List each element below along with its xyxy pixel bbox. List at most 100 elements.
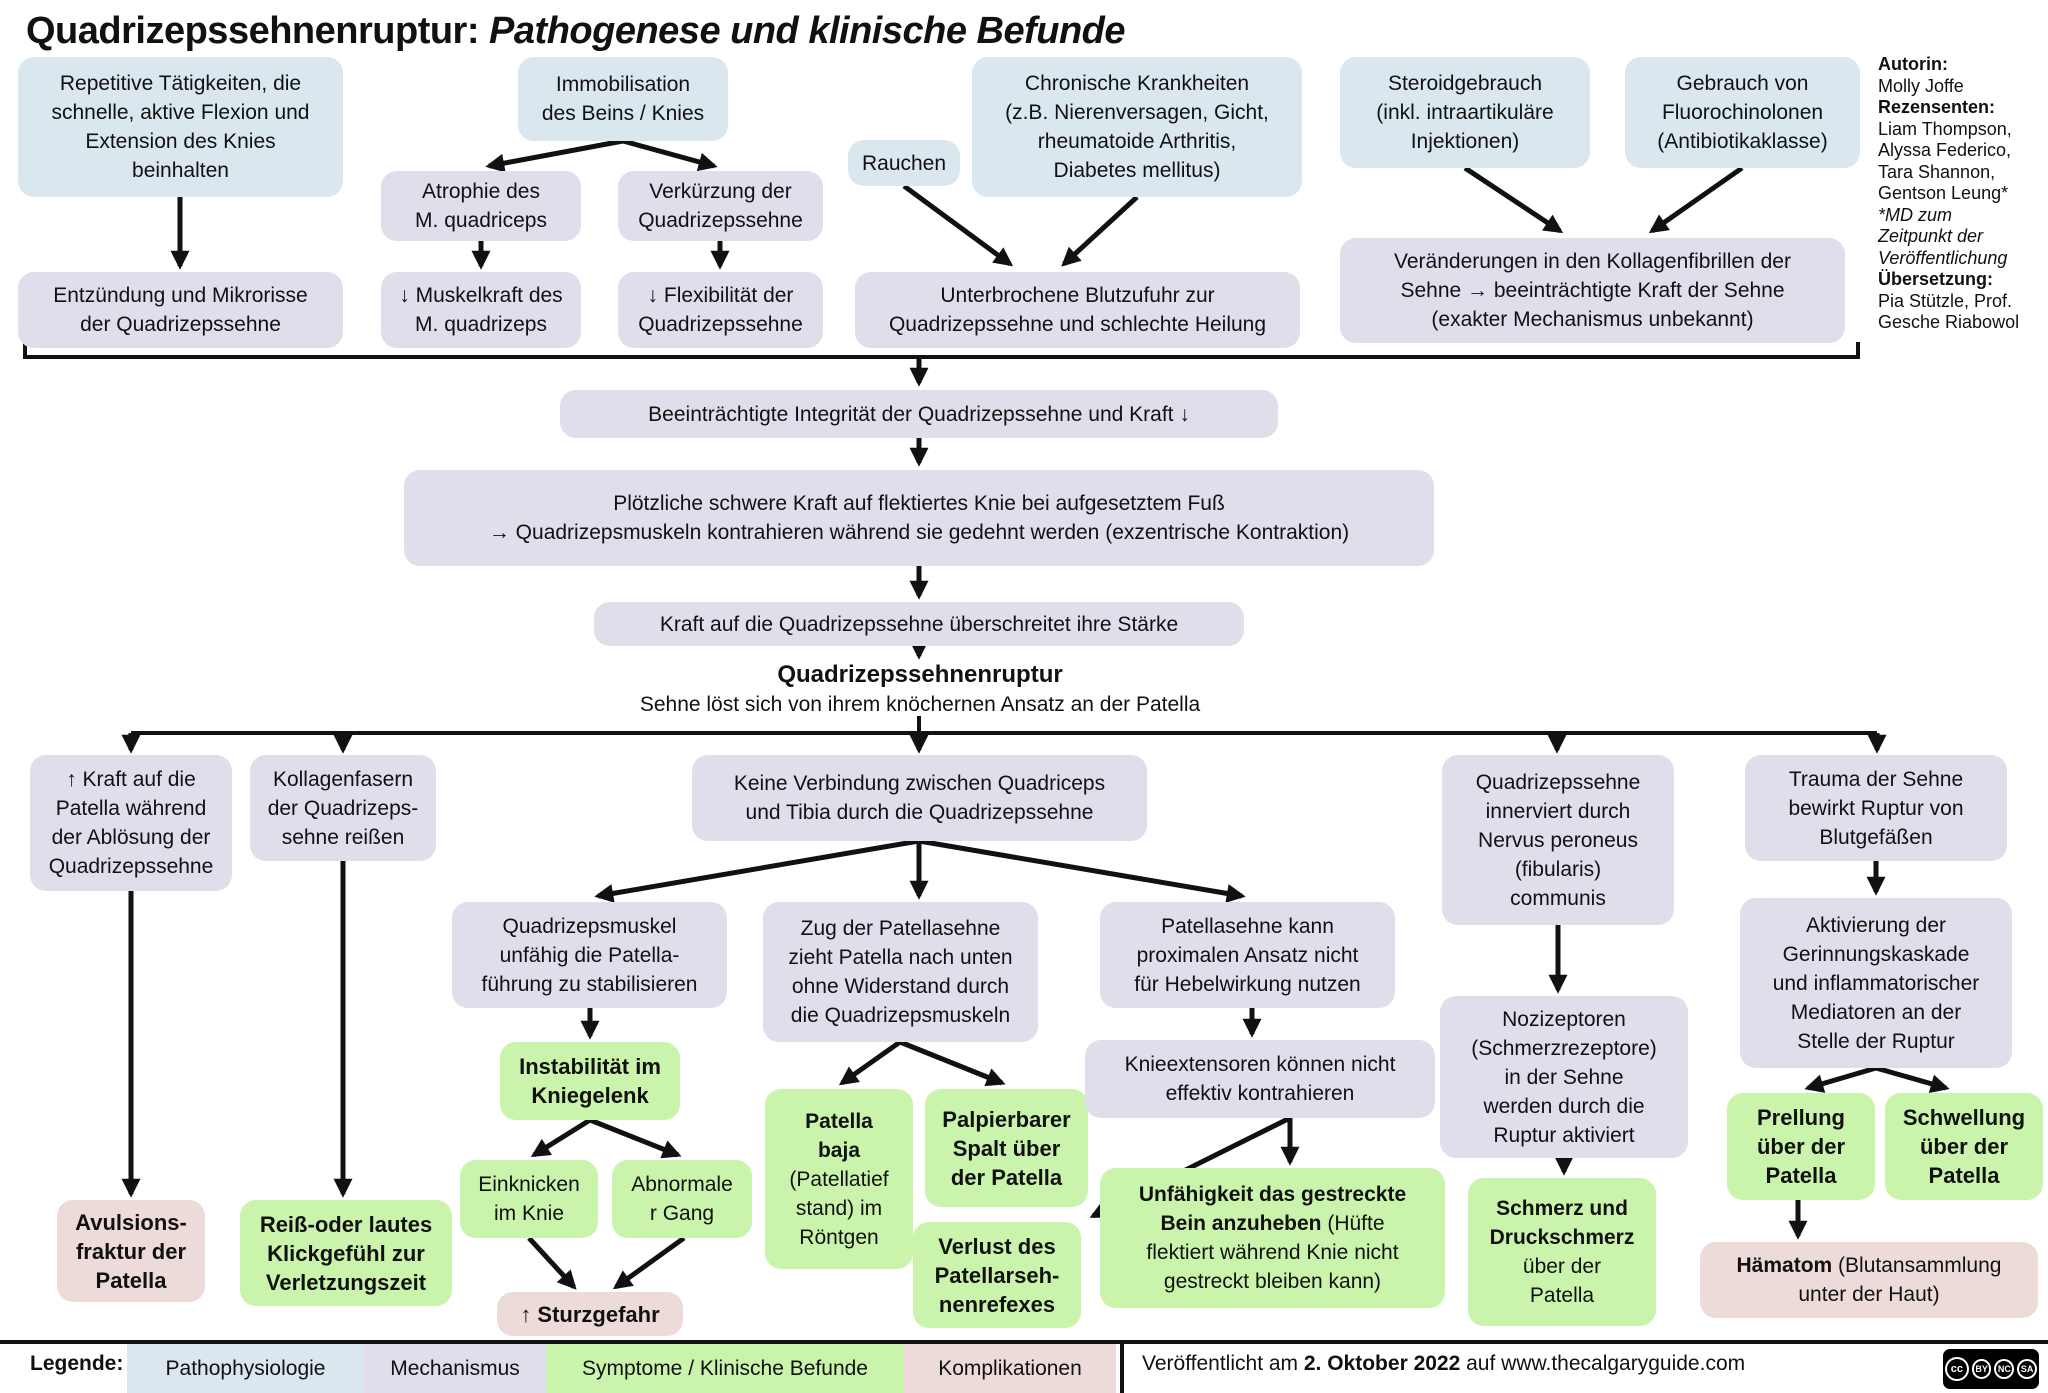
node-line: Unterbrochene Blutzufuhr zur [940,281,1214,310]
node-text-segment: ohne Widerstand durch [791,975,1010,998]
node-text-segment: Quadrizepssehne und schlechte Heilung [888,313,1267,336]
node-text-segment: Nervus peroneus [1478,828,1638,852]
node-text-segment: Chronische Krankheiten [1024,72,1250,95]
node-line: (exakter Mechanismus unbekannt) [1431,305,1753,334]
node-line: Stelle der Ruptur [1797,1027,1955,1056]
credits-line: *MD zum [1878,204,1953,225]
node-ruptur-subtext: Sehne löst sich von ihrem knöchernen Ans… [520,690,1320,718]
node-line: Ruptur aktiviert [1493,1121,1634,1150]
node-text-segment: Quadrizepssehne [638,313,803,336]
node-line: führung zu stabilisieren [482,970,698,999]
node-line: fraktur der [76,1237,186,1266]
node-integritaet: Beeinträchtigte Integrität der Quadrizep… [560,390,1278,438]
node-text-segment: (fibularis) [1514,857,1602,881]
node-line: und Tibia durch die Quadrizepssehne [746,798,1094,827]
node-text-segment: Gerinnungskaskade [1782,942,1970,966]
node-line: über der [1757,1132,1845,1161]
flow-arrow-1 [485,138,624,173]
node-text-segment: sehne reißen [281,825,405,849]
node-text-segment: ↑ Sturzgefahr [520,1301,660,1327]
node-nozizeptoren: Nozizeptoren(Schmerzrezeptore)in der Seh… [1440,996,1688,1158]
flow-arrow-36 [1804,1065,1877,1093]
node-line: Gebrauch von [1677,69,1809,98]
node-line: Spalt über [953,1134,1061,1163]
node-text-segment: Druckschmerz [1489,1226,1635,1249]
node-text-segment: der Ablösung der [51,826,211,849]
publish-date: 2. Oktober 2022 [1303,1352,1461,1375]
node-text-segment: (Patellatief [789,1167,889,1191]
node-text-segment: des Beins / Knies [541,102,705,125]
legend-item-patho: Pathophysiologie [127,1344,364,1393]
node-line: communis [1510,884,1606,913]
credits-line: Gesche Riabowol [1878,312,2020,332]
node-text-segment: Unfähigkeit das gestreckte [1138,1183,1407,1206]
node-line: rheumatoide Arthritis, [1038,127,1236,156]
node-line: gestreckt bleiben kann) [1164,1267,1381,1296]
node-line: ↑ Kraft auf die [66,765,196,794]
node-line: bewirkt Ruptur von [1788,794,1963,823]
node-line: Injektionen) [1411,127,1520,156]
node-line: Verlust des [938,1232,1055,1261]
node-line: Repetitive Tätigkeiten, die [60,69,301,98]
flow-arrow-28 [838,1039,902,1086]
credits-line: Übersetzung: [1878,269,1994,289]
node-line: unter der Haut) [1798,1280,1939,1309]
node-line: M. quadrizeps [415,310,547,339]
credits-line: Pia Stützle, Prof. [1878,290,2013,311]
node-line: Reiß-oder lautes [260,1210,432,1239]
node-text-segment: Patella [805,1109,873,1133]
flow-arrow-7 [1463,165,1564,234]
node-text-segment: Fluorochinolonen [1661,101,1824,124]
node-text-segment: → Quadrizepsmuskeln kontrahieren während… [488,521,1350,544]
node-line: Plötzliche schwere Kraft auf flektiertes… [613,489,1225,518]
node-line: Atrophie des [422,177,540,206]
node-line: Einknicken [478,1170,580,1199]
node-text-segment: Abnormale [631,1173,733,1196]
credits-line: Autorin: [1878,54,1948,74]
node-text-segment: Trauma der Sehne [1788,767,1964,791]
node-text-segment: nenrefexes [938,1291,1056,1317]
node-line: Quadrizepssehne [1476,768,1641,797]
node-text-segment: Patella [95,1267,167,1293]
node-line: (inkl. intraartikuläre [1376,98,1553,127]
node-text-segment: Zug der Patellasehne [800,917,1001,940]
flow-arrow-27 [612,1235,686,1290]
node-line: Keine Verbindung zwischen Quadriceps [734,769,1105,798]
publish-site-url[interactable]: www.thecalgaryguide.com [1501,1352,1746,1375]
cc-sa-icon: SA [2017,1359,2037,1379]
node-text-segment: Bein anzuheben [1160,1212,1322,1235]
node-line: der Quadrizeps- [268,794,419,823]
node-text-segment: Steroidgebrauch [1387,72,1543,95]
node-line: des Beins / Knies [542,99,704,128]
node-text-segment: Quadrizepssehne [638,209,803,232]
grouping-bracket [23,342,1860,359]
node-text-segment: flektiert während Knie nicht [1146,1241,1399,1264]
node-text-segment: (Antibiotikaklasse) [1657,130,1828,153]
node-line: beinhalten [132,156,229,185]
node-text-segment: (exakter Mechanismus unbekannt) [1431,308,1754,331]
node-line: Quadrizepssehnenruptur [777,660,1062,689]
node-line: Verletzungszeit [266,1268,426,1297]
node-text-segment: Patella [1928,1163,2000,1188]
node-line: Patella [1929,1161,2000,1190]
node-line: proximalen Ansatz nicht [1137,941,1359,970]
credits-line: Gentson Leung* [1878,183,2009,203]
credits-line: Alyssa Federico, [1878,140,2012,160]
node-line: Patella während [56,794,207,823]
node-text-segment: unter der Haut) [1798,1283,1940,1306]
publish-infix: auf [1460,1352,1502,1375]
cc-license-badge[interactable]: cc BY NC SA [1943,1349,2039,1389]
node-text-segment: M. quadriceps [415,209,547,232]
node-line: flektiert während Knie nicht [1146,1238,1398,1267]
